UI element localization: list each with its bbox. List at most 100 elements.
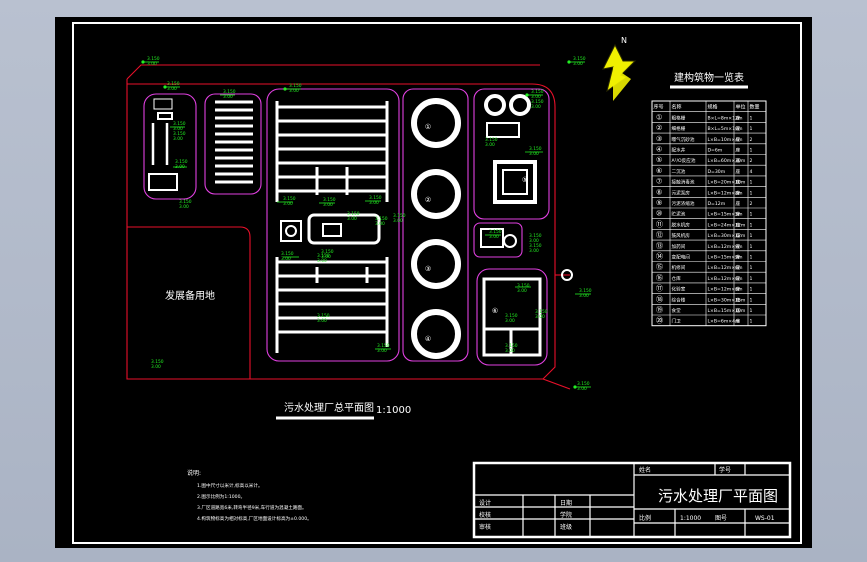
elevation-label: 3.00 — [529, 151, 539, 157]
table-cell: 二沉池 — [672, 168, 686, 175]
table-cell: D=6m — [708, 148, 723, 154]
table-cell: 配水井 — [672, 147, 686, 154]
grit-chamber-zone — [204, 93, 262, 195]
note-line: 2.图示比例为1:1000。 — [197, 493, 245, 500]
table-cell: ⑰ — [656, 285, 663, 293]
table-cell: 2 — [750, 201, 753, 207]
aeration-tank-zone — [266, 88, 400, 362]
tb-scale-value: 1:1000 — [680, 515, 701, 522]
svg-text:④: ④ — [425, 335, 431, 343]
elevation-label: 3.150 — [531, 89, 544, 95]
elevation-label: 3.00 — [281, 256, 291, 262]
table-cell: B×L=8m×12m — [708, 115, 744, 121]
elevation-label: 3.150 — [289, 83, 302, 89]
elevation-label: 3.150 — [173, 121, 186, 127]
elevation-label: 3.00 — [223, 94, 233, 100]
tb-drawing-no: WS-01 — [755, 515, 775, 522]
table-cell: 2 — [750, 137, 753, 143]
table-cell: 细格栅 — [672, 125, 686, 132]
table-cell: ⑪ — [656, 220, 663, 228]
table-cell: ⑭ — [656, 253, 663, 261]
table-cell: L×B=12m×6m — [708, 276, 744, 282]
elevation-label: 3.00 — [283, 201, 293, 207]
annotation-leaders — [141, 60, 591, 389]
table-cell: 座 — [736, 211, 741, 218]
table-cell: L×B=12m×6m — [708, 265, 744, 271]
table-cell: 机修间 — [672, 264, 686, 271]
tb-date-label: 日期 — [560, 499, 572, 507]
table-cell: L×B=10m×4m — [708, 137, 744, 143]
table-cell: 污泥泵房 — [672, 189, 691, 196]
title-block-text: 污水处理厂平面图 设计 校核 审核 日期 学院 班级 姓名 学号 比例 1:10… — [479, 466, 778, 531]
drawing-frame — [72, 22, 802, 544]
elevation-label: 3.00 — [289, 88, 299, 94]
table-cell: A²/O反应池 — [672, 157, 696, 164]
notes-title: 说明: — [187, 469, 201, 477]
table-cell: 座 — [736, 307, 741, 314]
table-cell: L×B=24m×12m — [708, 222, 746, 228]
table-cell: 座 — [736, 200, 741, 207]
tb-class-label: 班级 — [560, 523, 572, 531]
table-cell: ⑧ — [656, 188, 662, 196]
table-cell: 1 — [750, 319, 753, 325]
tb-sheet-label: 图号 — [715, 515, 727, 522]
elevation-label: 3.00 — [531, 104, 541, 110]
table-cell: 贮泥池 — [672, 211, 686, 218]
table-cell: L×B=30m×15m — [708, 297, 746, 303]
elevation-label: 3.00 — [579, 293, 589, 299]
sludge-zone — [473, 88, 550, 220]
elevation-label: 3.150 — [489, 229, 502, 235]
elevation-labels: 3.1503.003.1503.003.1503.003.1503.003.15… — [147, 56, 592, 392]
elevation-label: 3.00 — [347, 216, 357, 222]
table-cell: 接触消毒池 — [672, 179, 695, 186]
table-header: 数量 — [750, 104, 760, 111]
table-cell: L×B=60m×30m — [708, 158, 746, 164]
table-cell: B×L=5m×10m — [708, 126, 744, 132]
drawing-name: 污水处理厂平面图 — [658, 487, 778, 505]
elevation-label: 3.150 — [321, 249, 334, 255]
table-cell: 1 — [750, 180, 753, 186]
table-cell: 4 — [750, 169, 753, 175]
table-cell: ② — [656, 124, 662, 132]
elevation-label: 3.150 — [375, 216, 388, 222]
elevation-label: 3.00 — [317, 258, 327, 264]
tb-check-label: 校核 — [479, 511, 491, 519]
svg-text:②: ② — [425, 196, 431, 204]
table-cell: 仓库 — [672, 275, 682, 282]
table-cell: L×B=15m×10m — [708, 308, 746, 314]
clarifier-zone — [402, 88, 469, 362]
table-cell: ④ — [656, 146, 662, 154]
elevation-label: 3.00 — [517, 288, 527, 294]
table-cell: ③ — [656, 135, 662, 143]
elevation-label: 3.00 — [323, 202, 333, 208]
elevation-label: 3.150 — [283, 196, 296, 202]
table-cell: 座 — [736, 232, 741, 239]
elevation-label: 3.00 — [317, 318, 327, 324]
table-cell: 1 — [750, 222, 753, 228]
table-title: 建构筑物一览表 — [674, 71, 744, 84]
table-cell: 加药间 — [672, 243, 686, 250]
table-cell: L×B=15m×5m — [708, 212, 744, 218]
table-cell: 座 — [736, 147, 741, 154]
table-cell: 化验室 — [672, 286, 686, 293]
table-cell: 1 — [750, 126, 753, 132]
design-notes: 说明:1.图中尺寸以米计,标高以米计。2.图示比例为1:1000。3.厂区道路宽… — [187, 469, 312, 522]
table-cell: 曝气沉砂池 — [672, 136, 695, 143]
svg-text:⑥: ⑥ — [492, 307, 498, 315]
table-cell: 座 — [736, 286, 741, 293]
table-cell: ⑳ — [656, 317, 663, 325]
elevation-label: 3.00 — [377, 348, 387, 354]
table-cell: L×B=12m×6m — [708, 287, 744, 293]
plan-title-group: 污水处理厂总平面图 1:1000 — [276, 401, 411, 420]
table-cell: ⑥ — [656, 167, 662, 175]
elevation-label: 3.150 — [529, 146, 542, 152]
elevation-label: 3.00 — [529, 238, 539, 244]
table-cell: 座 — [736, 254, 741, 261]
plan-title: 污水处理厂总平面图 — [284, 401, 374, 414]
table-cell: 座 — [736, 136, 741, 143]
elevation-label: 3.150 — [529, 233, 542, 239]
svg-text:①: ① — [425, 123, 431, 131]
table-cell: 脱水机房 — [672, 221, 691, 228]
